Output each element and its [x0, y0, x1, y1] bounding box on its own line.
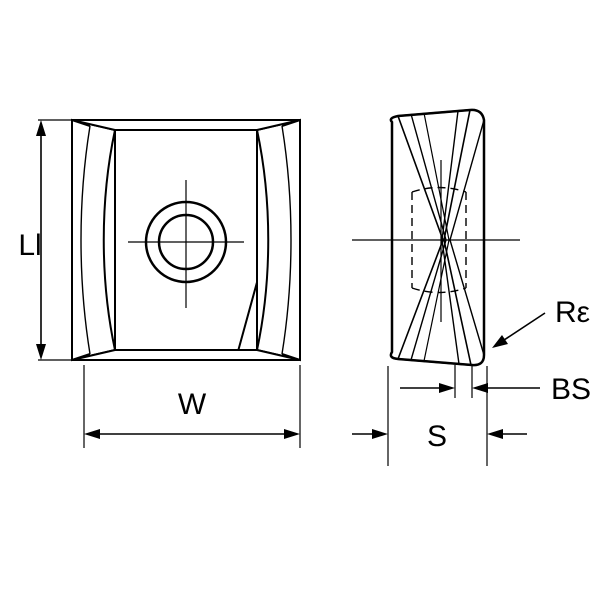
re-label: Rε: [555, 296, 590, 329]
front-view-right-rake-curve-inner: [281, 125, 292, 355]
side-view-hole-hidden-bottom: [411, 287, 467, 294]
side-view-hole-hidden-top: [411, 186, 467, 193]
side-view-group: [352, 108, 520, 367]
front-view-corner-br: [281, 353, 301, 361]
dimension-li: Ll: [18, 119, 95, 361]
bs-label: BS: [551, 373, 591, 406]
s-arrow-left: [372, 429, 388, 439]
bs-arrow-left: [439, 383, 455, 393]
front-view-right-rake-curve: [256, 129, 270, 351]
w-arrow-right: [284, 429, 300, 439]
front-view-left-flank: [71, 118, 116, 362]
front-view-corner-bl: [71, 353, 91, 361]
s-label: S: [427, 420, 447, 453]
front-view-bottom-band: [71, 349, 301, 361]
li-label: Ll: [18, 229, 41, 262]
front-view-top-band: [71, 119, 301, 131]
front-view-left-rake-curve: [102, 129, 116, 351]
w-label: W: [178, 388, 207, 421]
re-leader-line: [497, 312, 546, 345]
front-view-left-rake-curve-inner: [80, 125, 91, 355]
re-arrow: [492, 335, 508, 348]
front-view-corner-tl: [71, 119, 91, 127]
side-view-outline: [389, 108, 486, 367]
side-view-top-edge: [397, 109, 471, 117]
dimension-s: S: [352, 366, 527, 466]
bs-arrow-right: [472, 383, 488, 393]
li-arrow-bottom: [36, 344, 46, 360]
dimension-w: W: [83, 365, 301, 448]
front-view-corner-tr: [281, 119, 301, 127]
dimension-bs: BS: [400, 365, 591, 406]
w-arrow-left: [84, 429, 100, 439]
side-view-bottom-edge: [397, 358, 472, 366]
li-arrow-top: [36, 120, 46, 136]
dimension-re: Rε: [492, 296, 590, 348]
front-view-right-flank: [256, 118, 301, 362]
front-view-group: [71, 118, 301, 362]
s-arrow-right: [487, 429, 503, 439]
